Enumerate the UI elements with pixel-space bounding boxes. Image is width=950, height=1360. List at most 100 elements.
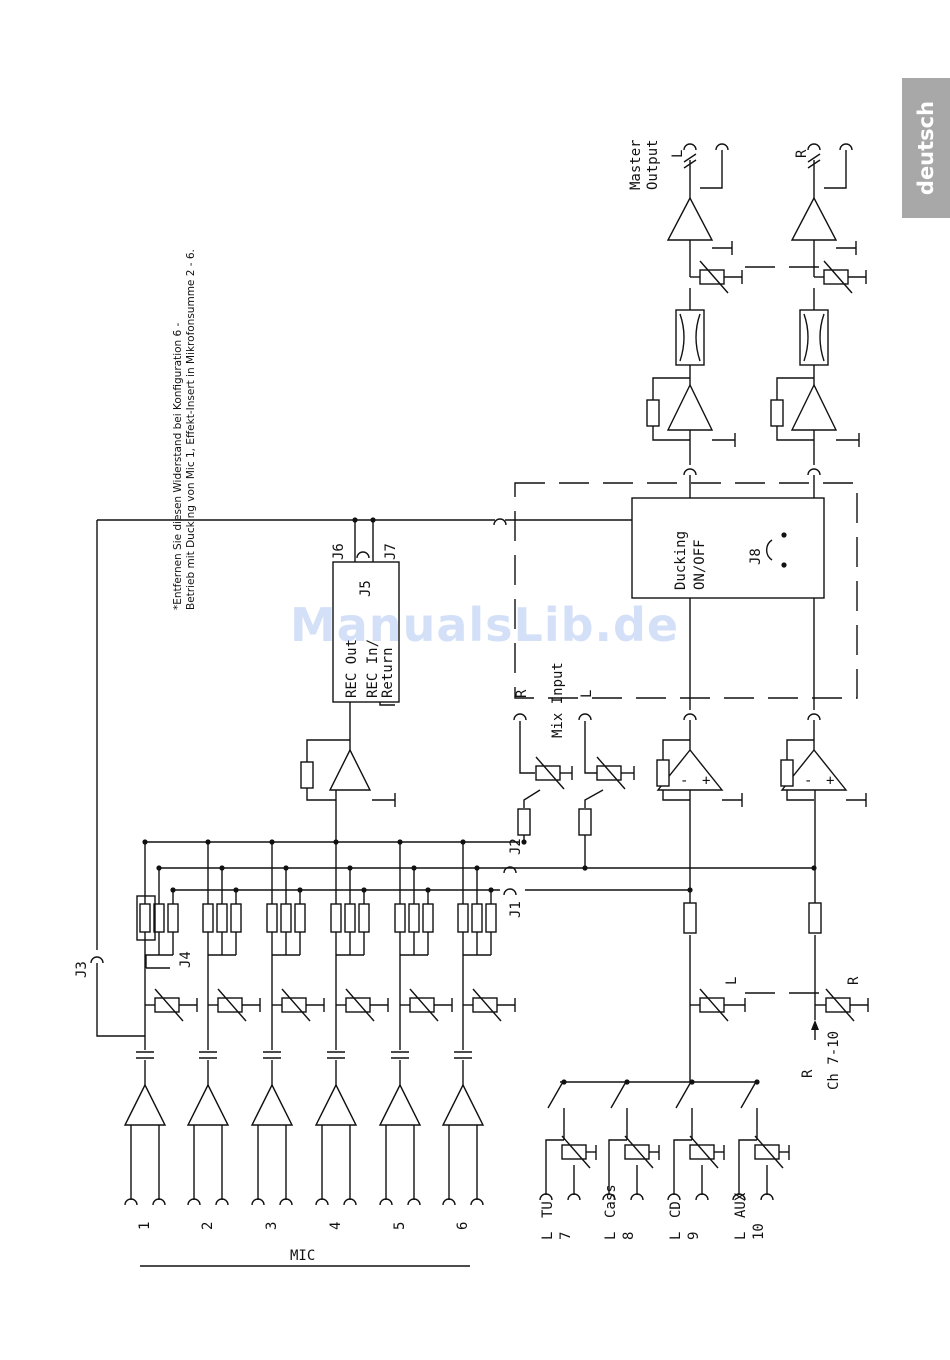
master-volume-pot	[699, 260, 729, 294]
rec-feedback-resistor	[300, 761, 314, 789]
output-capacitor	[683, 159, 697, 169]
pot-arrow	[345, 988, 375, 1022]
line-input-label: AUX	[733, 1192, 749, 1218]
j8-jumper	[766, 539, 773, 561]
junction-dot	[754, 1079, 760, 1085]
line-input-side: L	[603, 1232, 619, 1240]
limiter-block	[799, 309, 829, 366]
mix-resistor	[485, 903, 497, 933]
language-tab[interactable]: deutsch	[902, 78, 950, 218]
master-chain-contact	[807, 468, 821, 476]
pot-body	[472, 997, 498, 1013]
j7-label: J7	[383, 543, 399, 560]
junction-dot	[269, 839, 275, 845]
j6-label: J6	[331, 543, 347, 560]
ducking-enclosure	[514, 482, 858, 699]
line-input-label: CD	[668, 1201, 684, 1218]
mix-resistor	[230, 903, 242, 933]
junction-dot	[411, 865, 417, 871]
mix-resistor	[344, 903, 356, 933]
line-input-jack	[539, 1193, 553, 1201]
line-input-wire	[545, 1139, 564, 1195]
mix-input-r-jack	[513, 713, 527, 721]
opamp-feedback-resistor	[656, 759, 670, 787]
mix-resistor	[167, 903, 179, 933]
pot-body	[754, 1144, 780, 1160]
pot-body	[699, 997, 725, 1013]
line-selector-switch	[740, 1079, 758, 1109]
opamp-plus: +	[826, 773, 834, 789]
master-chain-contact	[683, 468, 697, 476]
opamp-minus: -	[804, 773, 812, 789]
mic-channel-pot	[281, 988, 311, 1022]
limiter-symbol	[803, 313, 825, 362]
line-input-number: 10	[751, 1223, 767, 1240]
j2-contact	[503, 866, 517, 874]
line-input-jack	[567, 1193, 581, 1201]
pot-body	[561, 1144, 587, 1160]
master-output-wire	[700, 150, 723, 189]
j3-contact	[90, 956, 104, 964]
pot-arrow	[535, 756, 565, 790]
line-input-wire	[673, 1139, 692, 1195]
j3-label: J3	[74, 961, 90, 978]
pot-arrow	[472, 988, 502, 1022]
rec-out-label: REC Out	[344, 639, 360, 698]
master-amp-1	[666, 383, 714, 431]
master-output-side: R	[794, 149, 810, 158]
j1-contact	[503, 888, 517, 896]
line-input-jack	[630, 1193, 644, 1201]
master-feedback-wire	[652, 377, 690, 400]
junction-dot	[811, 865, 817, 871]
junction-dot	[233, 887, 239, 893]
j8-label: J8	[748, 548, 764, 565]
mix-resistor	[457, 903, 469, 933]
mic-input-jack	[343, 1198, 357, 1206]
opamp-feedback-resistor	[780, 759, 794, 787]
mic-group-label: MIC	[290, 1248, 315, 1264]
mix-resistor	[280, 903, 292, 933]
ducking-input-contact	[493, 518, 507, 526]
mic-preamp	[186, 1083, 230, 1126]
mic-channel-pot	[409, 988, 439, 1022]
junction-dot	[156, 865, 162, 871]
pot-body	[596, 765, 622, 781]
master-output-amp	[790, 196, 838, 241]
ducking-send-contact	[683, 713, 697, 721]
line-input-wire	[738, 1139, 757, 1195]
master-feedback-wire	[776, 426, 814, 441]
junction-dot	[333, 839, 339, 845]
junction-dot	[781, 562, 787, 568]
junction-dot	[460, 839, 466, 845]
master-output-amp	[666, 196, 714, 241]
pot-body	[409, 997, 435, 1013]
master-feedback-resistor	[770, 399, 784, 427]
mic-input-jack	[187, 1198, 201, 1206]
pot-body	[217, 997, 243, 1013]
output-capacitor	[807, 153, 821, 163]
rec-out-amp	[328, 748, 372, 791]
output-capacitor	[683, 153, 697, 163]
mix-input-r-label: R	[514, 689, 530, 698]
pot-arrow	[825, 988, 855, 1022]
junction-dot	[347, 865, 353, 871]
j5-label: J5	[358, 580, 374, 597]
mic-input-jack	[315, 1198, 329, 1206]
mic-input-number: 5	[392, 1222, 408, 1230]
mix-resistor	[153, 903, 165, 933]
mix-input-r-wiper	[523, 789, 541, 808]
pot-arrow	[281, 988, 311, 1022]
watermark: ManualsLib.de	[290, 598, 680, 652]
mix-resistor	[394, 903, 406, 933]
line-selector-switch	[610, 1079, 628, 1109]
junction-dot	[488, 887, 494, 893]
line-input-label: Cass	[603, 1184, 619, 1218]
r-bus-label: R	[846, 976, 862, 985]
line-input-number: 9	[686, 1232, 702, 1240]
master-output-jack	[839, 143, 853, 151]
line-input-side: L	[733, 1232, 749, 1240]
line-input-side: L	[540, 1232, 556, 1240]
mic-input-number: 1	[137, 1222, 153, 1230]
pot-arrow	[596, 756, 626, 790]
ch7-10-arrow	[811, 1020, 819, 1030]
